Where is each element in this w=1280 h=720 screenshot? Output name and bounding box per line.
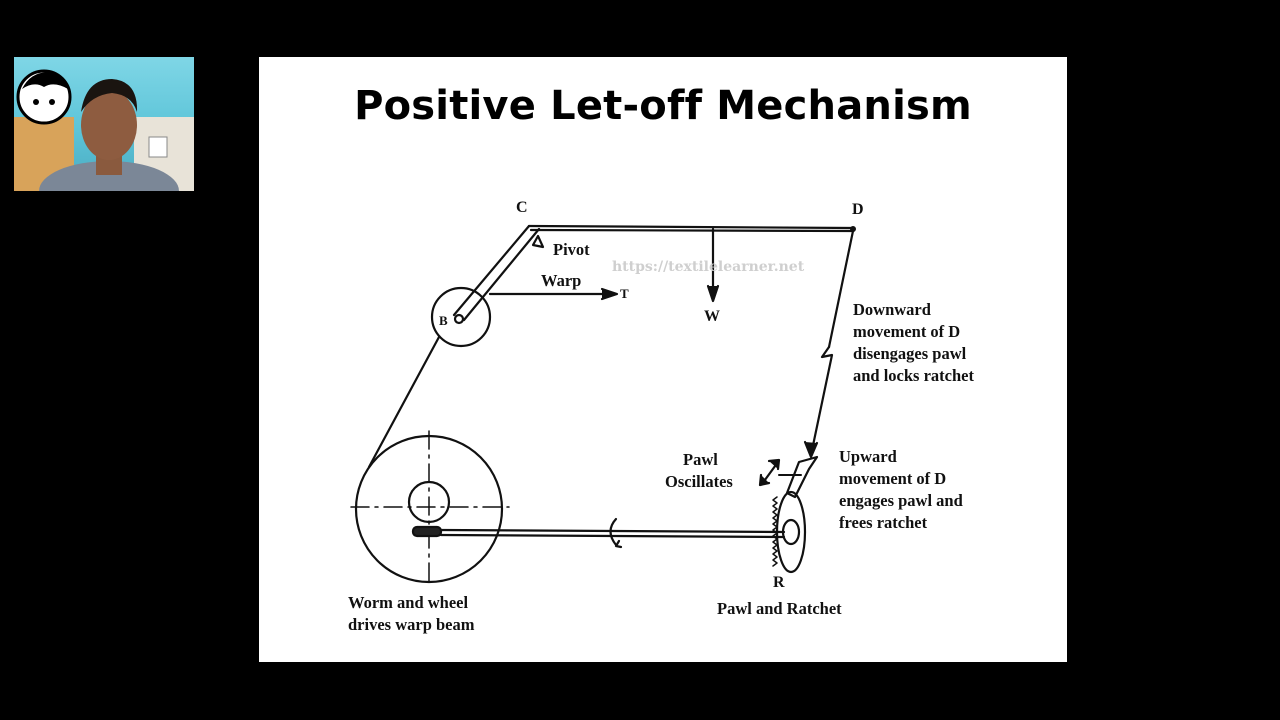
back-rest-roller xyxy=(430,286,492,348)
upward-line-2: movement of D xyxy=(839,469,947,488)
let-off-mechanism-diagram xyxy=(350,224,856,588)
downward-line-4: and locks ratchet xyxy=(853,366,974,385)
pivot-label: Pivot xyxy=(553,240,590,259)
pawl-label: Pawl xyxy=(683,450,718,469)
warp-sheet xyxy=(367,335,441,469)
link-rod xyxy=(827,229,855,349)
worm-gear xyxy=(411,525,443,538)
worm-line-1: Worm and wheel xyxy=(348,593,469,612)
pivot-marker xyxy=(531,234,545,249)
point-w-label: W xyxy=(704,308,720,325)
drive-shaft xyxy=(439,528,786,534)
worm-line-2: drives warp beam xyxy=(348,615,475,634)
downward-note: Downward movement of D disengages pawl a… xyxy=(853,299,974,387)
downward-line-3: disengages pawl xyxy=(853,344,967,363)
oscillates-label: Oscillates xyxy=(665,472,733,491)
slide: Positive Let-off Mechanism xyxy=(259,57,1067,662)
arm-cb xyxy=(452,224,531,317)
pawl-ratchet-label: Pawl and Ratchet xyxy=(717,599,842,618)
upward-note: Upward movement of D engages pawl and fr… xyxy=(839,446,963,534)
point-t-label: T xyxy=(620,286,629,301)
point-b-label: B xyxy=(439,313,448,328)
point-r-label: R xyxy=(773,574,785,591)
downward-line-2: movement of D xyxy=(853,322,961,341)
ratchet-wheel xyxy=(775,490,807,574)
slide-title: Positive Let-off Mechanism xyxy=(354,83,972,129)
pawl xyxy=(785,455,819,499)
point-d-label: D xyxy=(852,201,864,218)
worm-note: Worm and wheel drives warp beam xyxy=(348,592,475,636)
downward-line-1: Downward xyxy=(853,300,931,319)
lever-cd xyxy=(527,224,855,230)
warp-label: Warp xyxy=(541,271,582,290)
rotation-indicator xyxy=(609,517,618,547)
upward-line-3: engages pawl and xyxy=(839,491,963,510)
presenter-webcam xyxy=(14,57,194,191)
watermark: https://textilelearner.net xyxy=(612,259,805,275)
upward-line-4: frees ratchet xyxy=(839,513,928,532)
upward-line-1: Upward xyxy=(839,447,897,466)
presenter-video-icon xyxy=(14,69,194,191)
point-c-label: C xyxy=(516,199,528,216)
